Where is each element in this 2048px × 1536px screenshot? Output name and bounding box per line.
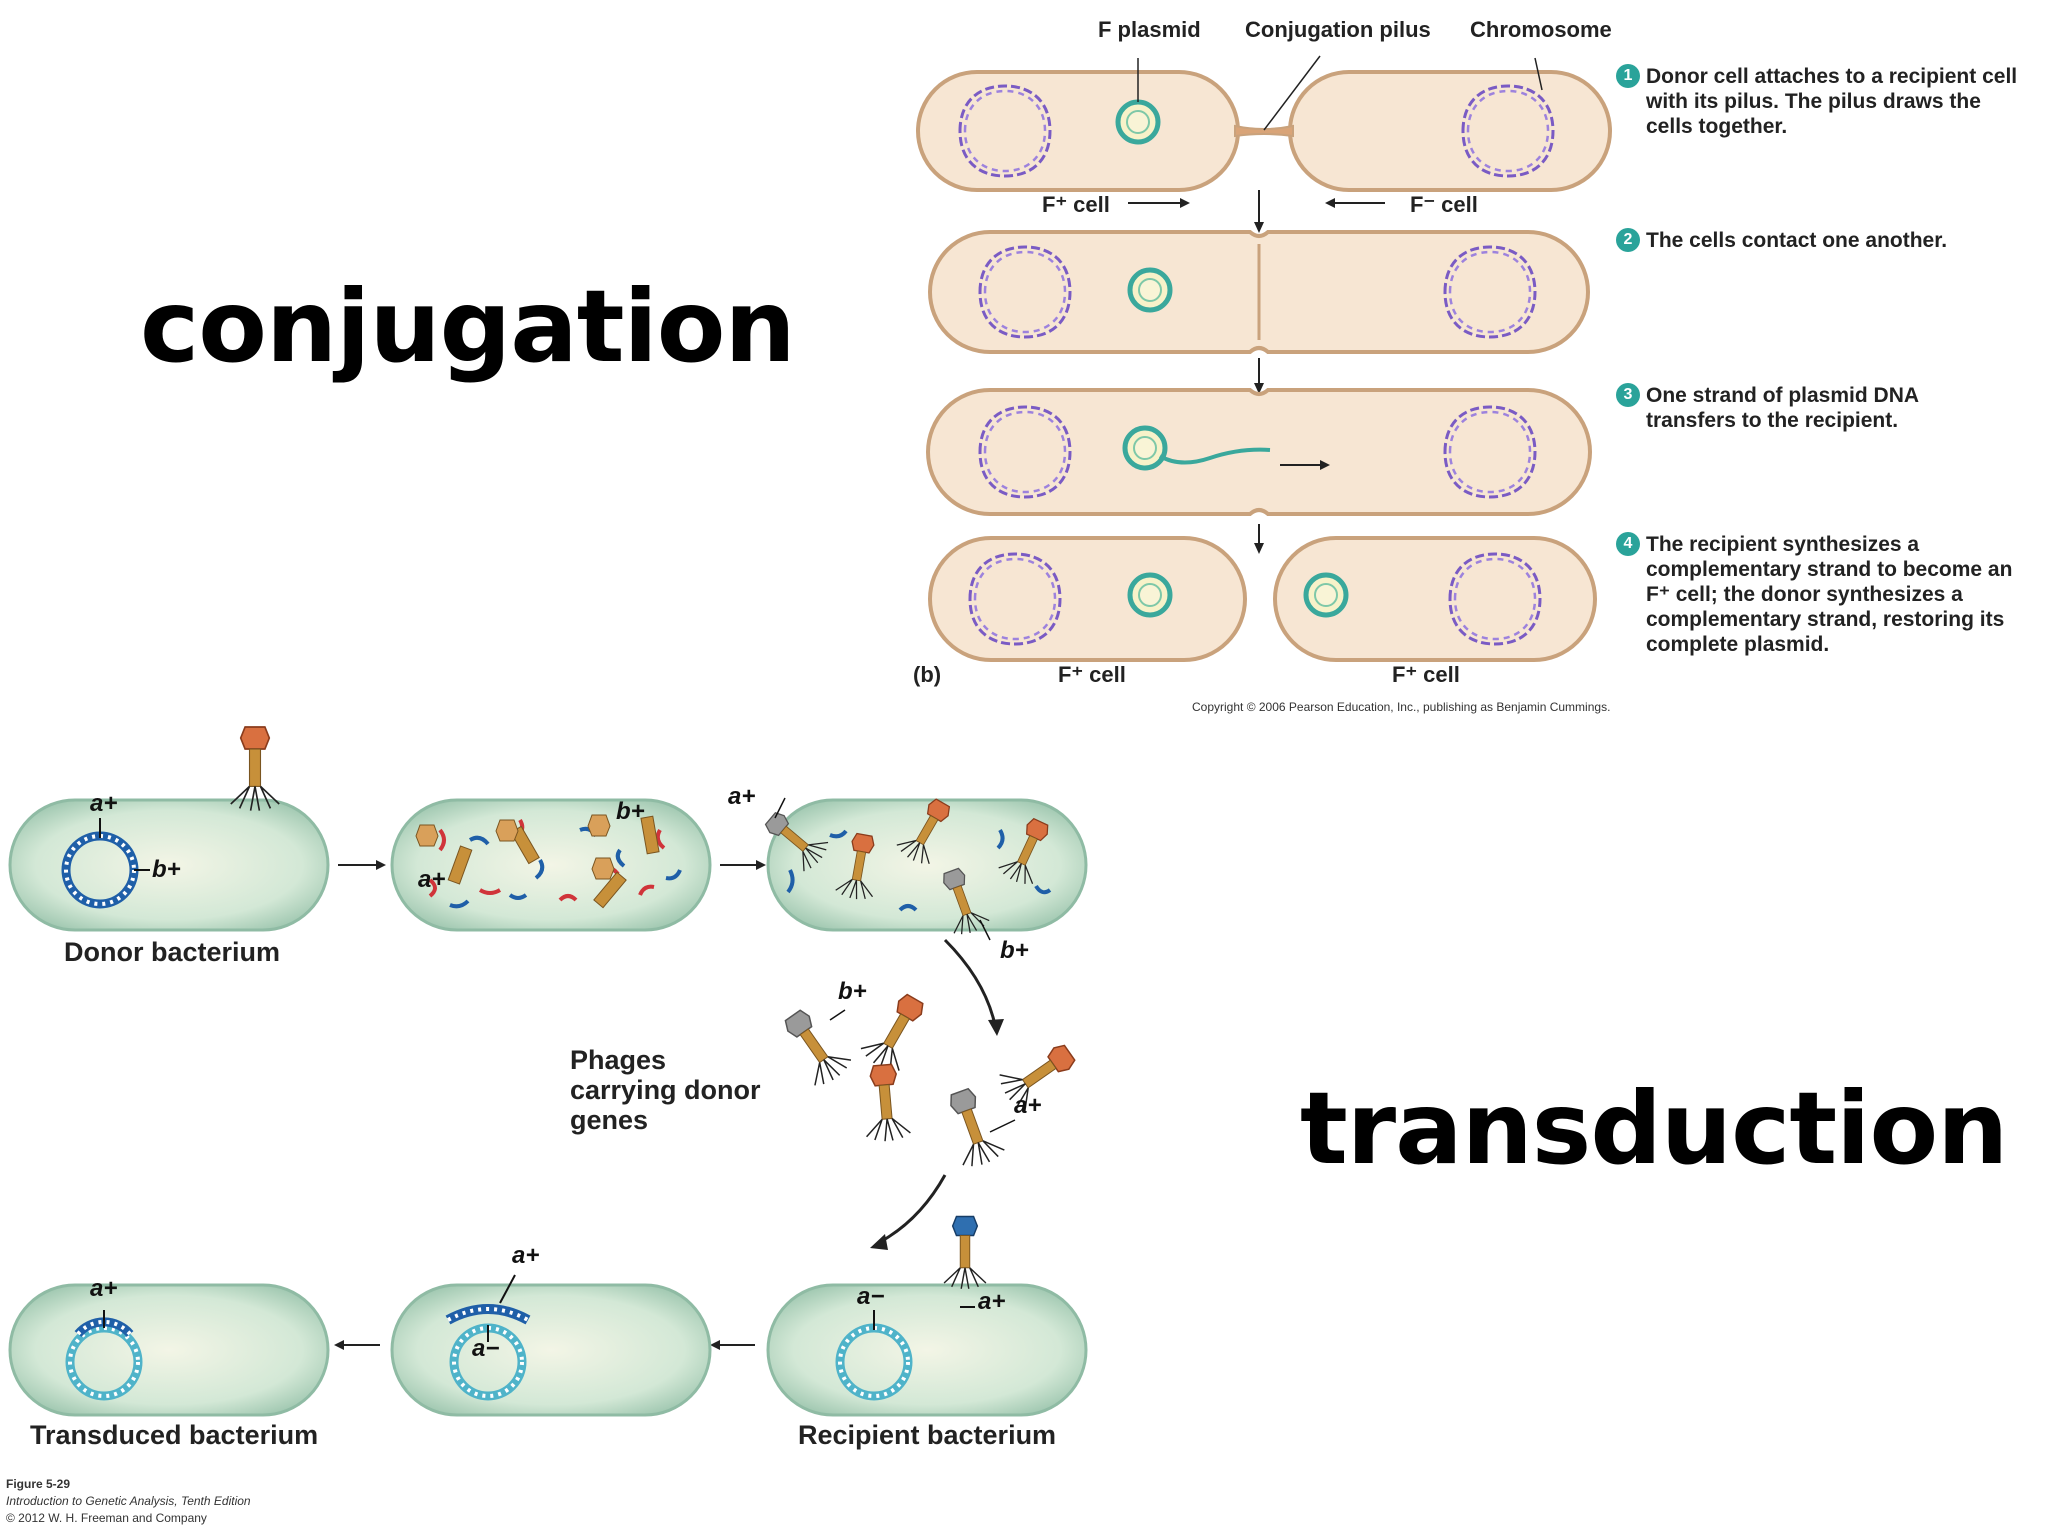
label-donor-bacterium: Donor bacterium [64,937,281,967]
label-bottom-right-cell: F⁺ cell [1392,662,1460,687]
label-transduced-bacterium: Transduced bacterium [30,1420,319,1450]
conjugation-title: conjugation [140,268,796,385]
lysing-bacterium [390,798,712,932]
gene-b-plus-donor: b+ [152,856,181,883]
step-badge: 4 [1616,532,1640,556]
label-conjugation-pilus: Conjugation pilus [1245,17,1431,42]
gene-b-plus-lysing: b+ [616,798,645,825]
figure-book: Introduction to Genetic Analysis, Tenth … [6,1494,251,1508]
gene-a-minus-recombining: a− [472,1335,500,1362]
gene-a-plus-donor: a+ [90,790,118,817]
figure-caption: Figure 5-29 Introduction to Genetic Anal… [6,1476,251,1527]
label-phages-carrying-donor-genes: Phages carrying donor genes [570,1045,761,1135]
label-f-plus-cell: F⁺ cell [1042,192,1110,217]
gene-b-plus-phage-cell: b+ [1000,937,1029,964]
step-text: One strand of plasmid DNA transfers to t… [1646,384,1919,432]
conj-row-3 [926,388,1592,516]
recipient-bacterium [766,1215,1088,1417]
panel-letter: (b) [913,662,942,687]
donor-bacterium [8,726,330,932]
conj-row-2 [928,230,1590,354]
conj-step-2: 2 The cells contact one another. [1616,228,2036,253]
conj-row-1 [916,55,1612,208]
transduction-title: transduction [1300,1070,2008,1187]
conjugation-copyright: Copyright © 2006 Pearson Education, Inc.… [1192,700,1611,714]
label-recipient-bacterium: Recipient bacterium [798,1420,1057,1450]
step-badge: 3 [1616,383,1640,407]
label-f-plasmid: F plasmid [1098,17,1201,42]
step-badge: 2 [1616,228,1640,252]
gene-a-plus-recipient: a+ [978,1288,1006,1315]
gene-a-plus-phage-cell: a+ [728,783,756,810]
label-bottom-left-cell: F⁺ cell [1058,662,1126,687]
gene-a-plus-lysing: a+ [418,866,446,893]
gene-a-plus-transduced: a+ [90,1275,118,1302]
transduction-diagram [8,726,1088,1417]
gene-a-minus-recipient: a− [857,1283,885,1310]
gene-b-plus-free-phage: b+ [838,978,867,1005]
figure-number: Figure 5-29 [6,1477,71,1491]
gene-a-plus-free-phage: a+ [1014,1092,1042,1119]
step-text: The recipient synthesizes a complementar… [1646,533,2013,656]
conjugation-diagram [916,55,1612,662]
gene-a-plus-recombining: a+ [512,1242,540,1269]
label-f-minus-cell: F⁻ cell [1410,192,1478,217]
phage-filled-bacterium [757,792,1088,939]
conj-row-4 [928,536,1597,662]
transduced-bacterium [8,1283,330,1417]
free-phages [774,987,1083,1172]
label-chromosome: Chromosome [1470,17,1612,42]
step-text: The cells contact one another. [1646,229,1948,252]
recombining-bacterium [390,1274,712,1417]
step-text: Donor cell attaches to a recipient cell … [1646,65,2018,138]
figure-copyright: © 2012 W. H. Freeman and Company [6,1511,207,1525]
step-badge: 1 [1616,64,1640,88]
